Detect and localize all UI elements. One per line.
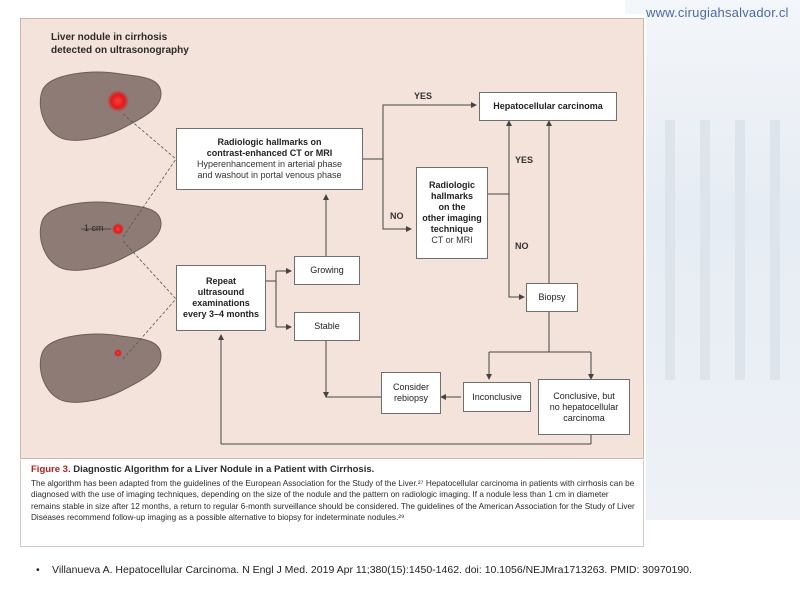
citation-text: Villanueva A. Hepatocellular Carcinoma. … [52, 564, 692, 576]
citation: • Villanueva A. Hepatocellular Carcinoma… [36, 564, 692, 576]
conclusive-line3: carcinoma [563, 412, 605, 423]
background-decoration [625, 0, 800, 520]
other-imaging-box: Radiologic hallmarks on the other imagin… [416, 167, 488, 259]
other-imaging-t4: other imaging [422, 213, 482, 223]
caption-title-text: Diagnostic Algorithm for a Liver Nodule … [73, 464, 375, 475]
stable-box: Stable [294, 312, 360, 341]
size-label: 1 cm [84, 223, 104, 233]
ct-mri-title2: contrast-enhanced CT or MRI [206, 148, 333, 158]
rebiopsy-box: Consider rebiopsy [381, 372, 441, 414]
repeat-line3: examinations [192, 298, 250, 308]
caption-title: Figure 3. Diagnostic Algorithm for a Liv… [31, 464, 374, 475]
rebiopsy-line2: rebiopsy [393, 393, 429, 403]
figure: Liver nodule in cirrhosis detected on ul… [15, 14, 646, 552]
diagram-header-line2: detected on ultrasonography [51, 45, 189, 56]
biopsy-box: Biopsy [526, 283, 578, 312]
ct-mri-sub1: Hyperenhancement in arterial phase [196, 159, 343, 169]
connector-lines [39, 71, 594, 445]
conclusive-line1: Conclusive, but [553, 390, 615, 401]
other-imaging-t1: Radiologic [428, 180, 475, 190]
site-url[interactable]: www.cirugiahsalvador.cl [646, 5, 789, 20]
ct-mri-title1: Radiologic hallmarks on [217, 137, 322, 147]
citation-bullet: • [36, 564, 40, 576]
yes-label-right: YES [515, 155, 534, 165]
growing-box: Growing [294, 256, 360, 285]
inconclusive-box: Inconclusive [463, 382, 531, 412]
repeat-line1: Repeat [205, 276, 236, 286]
repeat-ultrasound-box: Repeat ultrasound examinations every 3–4… [176, 265, 266, 331]
other-imaging-t2: hallmarks [430, 191, 474, 201]
ct-mri-sub2: and washout in portal venous phase [197, 170, 342, 180]
conclusive-box: Conclusive, but no hepatocellular carcin… [538, 379, 630, 435]
figure-label: Figure 3. [31, 464, 71, 475]
conclusive-line2: no hepatocellular [549, 401, 619, 412]
repeat-line4: every 3–4 months [182, 309, 260, 319]
hcc-box: Hepatocellular carcinoma [479, 92, 617, 121]
liver-large-nodule [39, 71, 162, 141]
caption-box: Figure 3. Diagnostic Algorithm for a Liv… [20, 460, 644, 547]
decor-column [735, 120, 745, 380]
repeat-line2: ultrasound [197, 287, 245, 297]
other-imaging-t3: on the [438, 202, 466, 212]
no-label-left: NO [390, 211, 404, 221]
inconclusive-label: Inconclusive [472, 391, 522, 402]
decor-column [700, 120, 710, 380]
ct-mri-box: Radiologic hallmarks on contrast-enhance… [176, 128, 363, 190]
liver-small-nodule [39, 333, 162, 403]
decor-column [665, 120, 675, 380]
yes-label-top: YES [414, 91, 433, 101]
caption-body: The algorithm has been adapted from the … [31, 479, 635, 522]
diagram-header-line1: Liver nodule in cirrhosis [51, 32, 168, 43]
growing-label: Growing [310, 265, 344, 275]
diagram-header: Liver nodule in cirrhosis detected on ul… [51, 31, 189, 57]
hcc-label: Hepatocellular carcinoma [493, 101, 603, 111]
other-imaging-t5: technique [430, 224, 474, 234]
no-label-right: NO [515, 241, 529, 251]
liver-medium-nodule [39, 201, 162, 271]
other-imaging-sub: CT or MRI [431, 235, 473, 245]
rebiopsy-line1: Consider [392, 382, 430, 392]
decor-column [770, 120, 780, 380]
diagram-panel: Liver nodule in cirrhosis detected on ul… [20, 18, 644, 459]
biopsy-label: Biopsy [538, 292, 566, 302]
stable-label: Stable [314, 321, 340, 331]
